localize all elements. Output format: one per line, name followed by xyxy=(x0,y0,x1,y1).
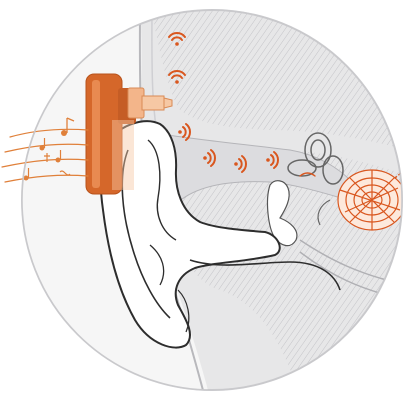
device-shadow xyxy=(112,120,134,190)
titanium-implant xyxy=(142,96,164,110)
cochlea xyxy=(338,170,406,230)
implant-tip xyxy=(164,98,172,108)
